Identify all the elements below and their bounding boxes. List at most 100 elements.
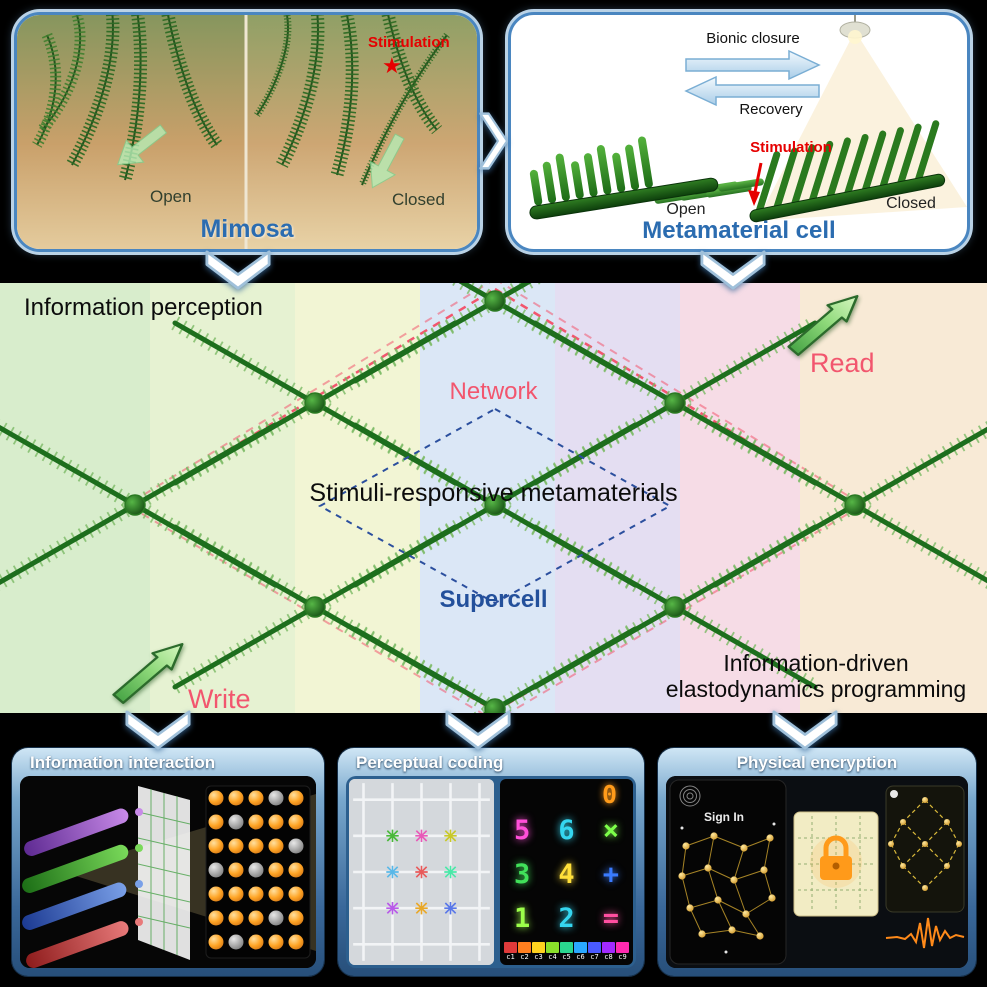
recovery-label: Recovery: [739, 101, 803, 118]
colorbar-swatch: [504, 942, 517, 953]
recovery-arrow-icon: [684, 75, 820, 107]
colorbar-swatch: [518, 942, 531, 953]
physical-encryption-panel: Physical encryption: [658, 748, 976, 976]
stimulation-arrow-icon: [748, 162, 763, 206]
background-stripes: [0, 283, 987, 713]
mimosa-title: Mimosa: [200, 215, 294, 243]
fingerprint-icon: [679, 785, 701, 807]
digit-cell: =: [602, 902, 619, 934]
sign-in-card: [669, 779, 787, 965]
chevron-down-icon: [445, 710, 511, 750]
digit-grid: 5 6 × 3 4 + 1 2 =: [500, 809, 633, 940]
network-label: Network: [449, 378, 538, 405]
stimulation-label: Stimulation: [750, 139, 832, 156]
colorbar-swatch: [560, 942, 573, 953]
colorbar-label: c8: [604, 953, 613, 961]
write-label: Write: [188, 684, 251, 714]
chevron-down-icon: [205, 250, 271, 290]
colorbar-label: c1: [506, 953, 515, 961]
colorbar-swatch: [532, 942, 545, 953]
open-state-label: Open: [150, 187, 192, 206]
waveform: [885, 917, 965, 949]
signal-cylinders: [22, 808, 129, 968]
supercell-label: Supercell: [439, 586, 548, 613]
digit-cell: 3: [514, 858, 531, 890]
interaction-title: Information interaction: [30, 753, 216, 772]
dot-matrix: [208, 790, 304, 950]
gold-lattice: [888, 797, 962, 891]
cipher-card: [885, 785, 965, 913]
coding-art: 0 5 6 × 3 4 + 1 2 = c1 c2 c3 c4: [346, 776, 636, 968]
colorbar-swatch: [616, 942, 629, 953]
supercell-boundary: [317, 407, 673, 605]
interaction-art: [20, 776, 316, 968]
sign-in-label: Sign In: [704, 810, 744, 824]
digit-cell: 1: [514, 902, 531, 934]
colorbar-swatch: [602, 942, 615, 953]
closed-arrow-icon: [369, 133, 405, 189]
network-boundary-outer: [125, 283, 865, 713]
lamp-icon: [839, 15, 871, 44]
bionic-closure-label: Bionic closure: [706, 30, 800, 47]
encryption-art: Sign In: [666, 776, 968, 968]
digit-cell: 4: [558, 858, 575, 890]
programming-line2: elastodynamics programming: [665, 676, 967, 702]
open-arrow-icon: [116, 124, 168, 166]
chevron-down-icon: [772, 710, 838, 750]
read-label: Read: [810, 348, 875, 378]
colorbar-swatch: [546, 942, 559, 953]
cell-closed-structure: [749, 120, 946, 223]
digit-cell: 6: [558, 815, 575, 847]
colorbar-label: c2: [520, 953, 529, 961]
colorbar-swatch: [574, 942, 587, 953]
metamaterial-cell-panel: Bionic closure Recovery Stimulation Open…: [508, 12, 970, 252]
colorbar-label: c4: [548, 953, 557, 961]
mimosa-closed-leaves: [254, 15, 450, 187]
write-arrow-icon: [112, 643, 184, 704]
digit-zero: 0: [601, 779, 617, 809]
read-arrow-icon: [787, 295, 859, 356]
colorbar-label: c5: [562, 953, 571, 961]
stimulation-label: Stimulation: [368, 34, 450, 51]
colorbar-label: c7: [590, 953, 599, 961]
mimosa-photos: [17, 15, 477, 249]
closed-state-label: Closed: [886, 195, 936, 212]
closed-state-label: Closed: [392, 190, 445, 209]
colorbar-swatch: [588, 942, 601, 953]
colorbar: c1 c2 c3 c4 c5 c6 c7 c8 c9: [500, 940, 633, 965]
chevron-down-icon: [125, 710, 191, 750]
programming-line1: Information-driven: [723, 650, 909, 676]
light-cone: [757, 31, 967, 221]
digit-cell: 5: [514, 815, 531, 847]
information-perception-label: Information perception: [24, 294, 263, 321]
supercell-grid-image: [349, 779, 494, 965]
encryption-title: Physical encryption: [736, 753, 898, 772]
mimosa-panel: Stimulation ★ Open Closed Mimosa: [14, 12, 480, 252]
stimulation-star-icon: ★: [382, 53, 402, 78]
chevron-down-icon: [700, 250, 766, 290]
digit-cell: 2: [558, 902, 575, 934]
bionic-closure-arrow-icon: [685, 49, 821, 81]
mimosa-open-leaves: [32, 15, 223, 182]
bright-dot: [890, 790, 898, 798]
information-interaction-panel: Information interaction: [12, 748, 324, 976]
gold-network: [678, 832, 776, 940]
digit-cell: ×: [602, 815, 619, 847]
perceptual-coding-panel: Perceptual coding 0 5 6 × 3 4 + 1: [338, 748, 644, 976]
metamaterial-cell-art: [529, 15, 967, 223]
colorbar-label: c9: [618, 953, 627, 961]
colorbar-label: c3: [534, 953, 543, 961]
cell-open-structure: [529, 136, 764, 220]
digit-display: 0 5 6 × 3 4 + 1 2 = c1 c2 c3 c4: [500, 779, 633, 965]
metamaterial-network-diagram: [0, 283, 987, 713]
open-state-label: Open: [666, 201, 706, 218]
lattice-screen: [135, 786, 191, 960]
programming-caption: Information-driven elastodynamics progra…: [660, 650, 972, 702]
digit-cell: +: [602, 858, 619, 890]
coding-title: Perceptual coding: [356, 753, 504, 772]
colorbar-label: c6: [576, 953, 585, 961]
center-caption: Stimuli-responsive metamaterials: [309, 479, 678, 507]
cell-title: Metamaterial cell: [642, 217, 836, 244]
lock-icon: [810, 835, 862, 888]
